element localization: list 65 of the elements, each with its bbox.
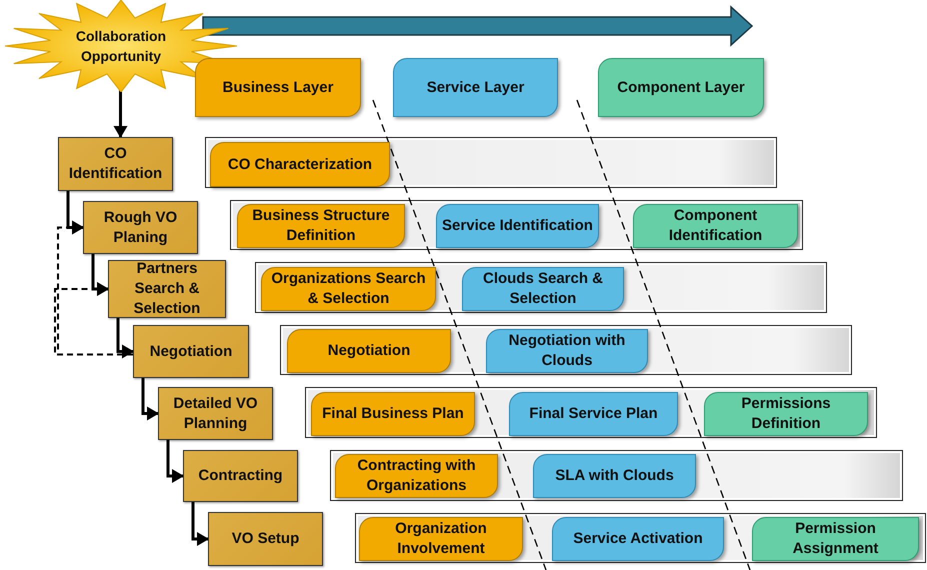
node-label: VO Setup (230, 529, 300, 549)
process-step-box (58, 137, 173, 191)
connector-arrow (192, 502, 209, 546)
process-step-box (83, 201, 198, 254)
process-step-box (208, 512, 323, 566)
node-label: Negotiation (148, 342, 234, 362)
node-label: Final Service Plan (528, 404, 659, 424)
node-label: Component Identification (668, 206, 764, 246)
row-band (205, 137, 777, 188)
node-label: Business Layer (222, 78, 334, 98)
node-label: Service Activation (572, 529, 704, 549)
process-step-box (133, 325, 249, 378)
business-layer-box (311, 392, 475, 436)
business-layer-box (287, 329, 451, 373)
row-band (280, 325, 852, 375)
service-layer-box (462, 267, 624, 311)
node-label: Permissions Definition (740, 394, 832, 434)
service-layer-box (436, 204, 599, 248)
node-label: Contracting with Organizations (356, 456, 477, 496)
node-label: Service Identification (441, 216, 594, 236)
service-layer-box (552, 517, 724, 561)
business-layer-box (261, 267, 436, 311)
service-layer-box (486, 329, 648, 373)
node-label: Permission Assignment (792, 519, 880, 559)
node-label: Business Structure Definition (251, 206, 391, 246)
connector-arrow (116, 318, 134, 358)
component-layer-box (752, 517, 919, 561)
node-label: CO Characterization (226, 154, 374, 174)
connector-arrow (114, 88, 128, 138)
node-label: Negotiation with Clouds (508, 331, 626, 371)
service-layer-box (533, 454, 696, 498)
node-label: Contracting (197, 466, 284, 486)
process-step-box (183, 450, 298, 502)
business-layer-box (210, 142, 390, 187)
node-label: Organizations Search & Selection (270, 269, 427, 309)
node-label: Collaboration Opportunity (74, 27, 168, 66)
node-label: Negotiation (326, 341, 412, 361)
process-step-box (158, 387, 273, 440)
service-layer-box (393, 58, 558, 117)
row-band (230, 200, 803, 250)
row-band (305, 387, 877, 438)
component-layer-box (704, 392, 868, 436)
node-label: Clouds Search & Selection (482, 269, 604, 309)
node-label: Partners Search & Selection (132, 259, 202, 319)
component-layer-box (633, 204, 798, 248)
business-layer-box (237, 204, 405, 248)
node-label: Service Layer (426, 78, 526, 98)
business-layer-box (359, 517, 523, 561)
node-label: Organization Involvement (394, 519, 488, 559)
node-label: Rough VO Planing (102, 208, 178, 248)
service-layer-box (509, 392, 678, 436)
business-layer-box (195, 58, 361, 117)
node-label: CO Identification (68, 144, 164, 184)
row-band (255, 262, 827, 313)
component-layer-box (598, 58, 764, 117)
connector-arrow (166, 440, 184, 483)
business-layer-box (335, 454, 498, 498)
node-label: Component Layer (616, 78, 746, 98)
row-band (355, 513, 926, 563)
node-label: Final Business Plan (321, 404, 465, 424)
node-label: Detailed VO Planning (172, 394, 259, 434)
row-band (330, 450, 903, 501)
connector-arrow (142, 378, 159, 420)
process-step-box (108, 260, 226, 318)
node-label: SLA with Clouds (554, 466, 675, 486)
